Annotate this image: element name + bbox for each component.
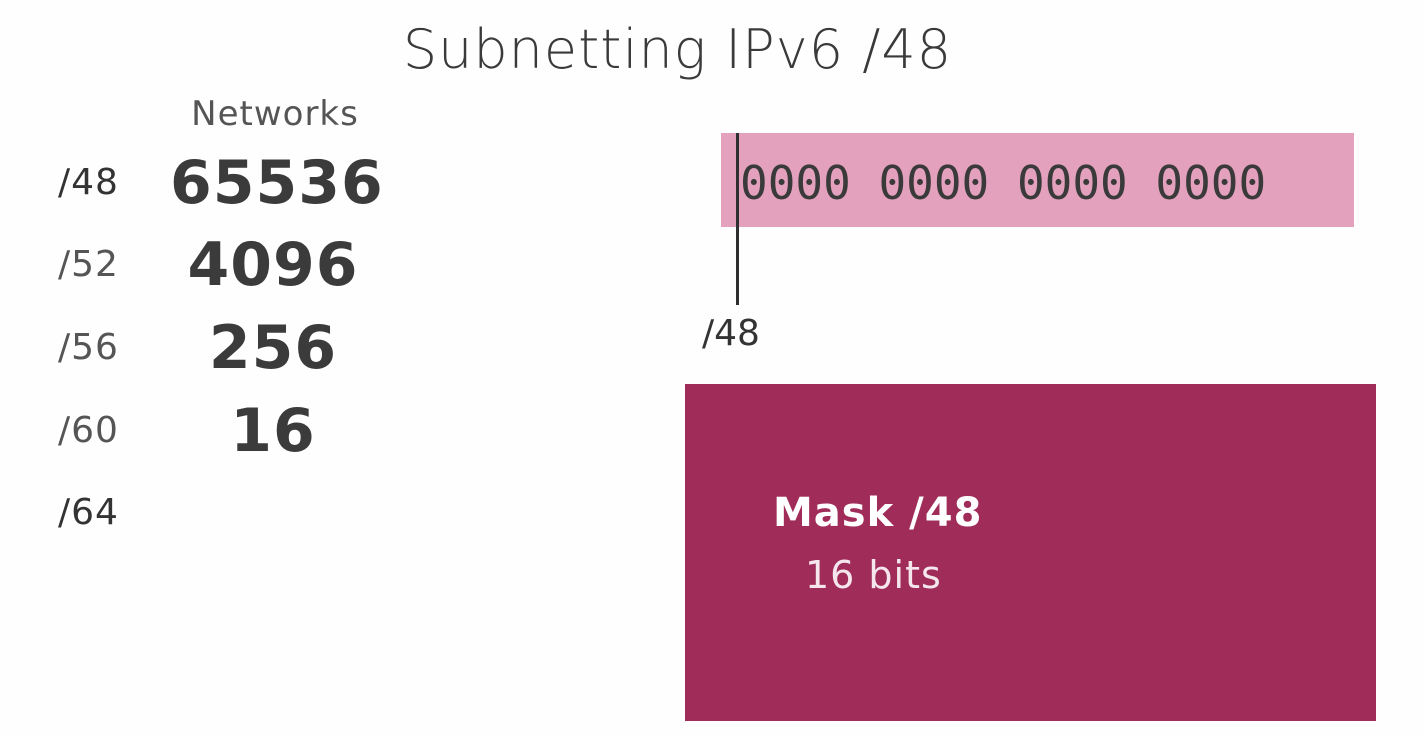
- mask-box: [685, 384, 1376, 721]
- prefix-label: /64: [58, 492, 119, 533]
- prefix-row-64: /64: [0, 478, 420, 558]
- prefix-label: /56: [58, 327, 119, 368]
- prefix-row-48: /48 65536: [0, 148, 420, 228]
- network-count: 16: [230, 396, 316, 466]
- network-count: 256: [208, 313, 338, 383]
- page-title: Subnetting IPv6 /48: [402, 18, 953, 81]
- network-count: 65536: [170, 148, 384, 218]
- prefix-row-60: /60 16: [0, 396, 420, 476]
- subnet-bits-text: 0000 0000 0000 0000: [740, 156, 1267, 210]
- subnet-bits-box: [721, 133, 1354, 227]
- networks-column-header: Networks: [191, 94, 359, 134]
- mask-subtitle: 16 bits: [805, 553, 942, 597]
- prefix-row-56: /56 256: [0, 313, 420, 393]
- prefix-boundary-line: [736, 133, 739, 305]
- mask-title: Mask /48: [773, 490, 983, 536]
- prefix-label: /52: [58, 244, 119, 285]
- prefix-row-52: /52 4096: [0, 230, 420, 310]
- prefix-label: /48: [58, 162, 119, 203]
- network-count: 4096: [187, 230, 359, 300]
- prefix-label: /60: [58, 410, 119, 451]
- prefix-boundary-label: /48: [702, 313, 760, 354]
